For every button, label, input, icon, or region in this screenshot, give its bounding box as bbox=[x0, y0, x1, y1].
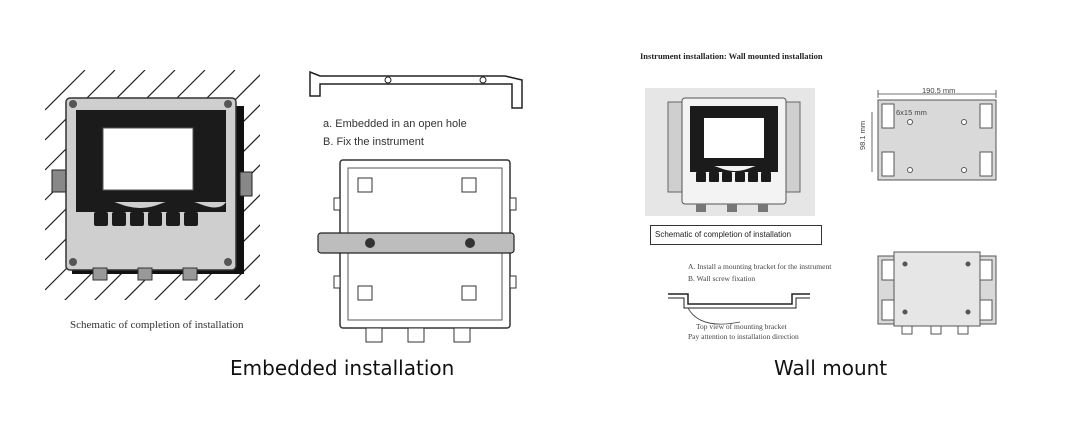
wall-step-a: A. Install a mounting bracket for the in… bbox=[688, 262, 832, 271]
embedded-step-a: a. Embedded in an open hole bbox=[323, 118, 467, 130]
dimension-width: 190.5 mm bbox=[922, 86, 956, 95]
embedded-schematic-caption: Schematic of completion of installation bbox=[70, 319, 244, 331]
wall-mount-header: Instrument installation: Wall mounted in… bbox=[640, 51, 823, 61]
embedded-step-b: B. Fix the instrument bbox=[323, 136, 424, 148]
wall-schematic-caption: Schematic of completion of installation bbox=[655, 230, 792, 239]
dimension-hole: 6x15 mm bbox=[896, 108, 927, 117]
embedded-installation-title: Embedded installation bbox=[230, 356, 455, 380]
wall-mount-title: Wall mount bbox=[774, 356, 888, 380]
wall-schematic-caption-box: Schematic of completion of installation bbox=[650, 225, 822, 245]
bracket-note-line2: Pay attention to installation direction bbox=[688, 332, 799, 341]
dimension-height: 98.1 mm bbox=[858, 120, 867, 150]
bracket-note-line1: Top view of mounting bracket bbox=[696, 322, 787, 331]
wall-step-b: B. Wall screw fixation bbox=[688, 274, 756, 283]
